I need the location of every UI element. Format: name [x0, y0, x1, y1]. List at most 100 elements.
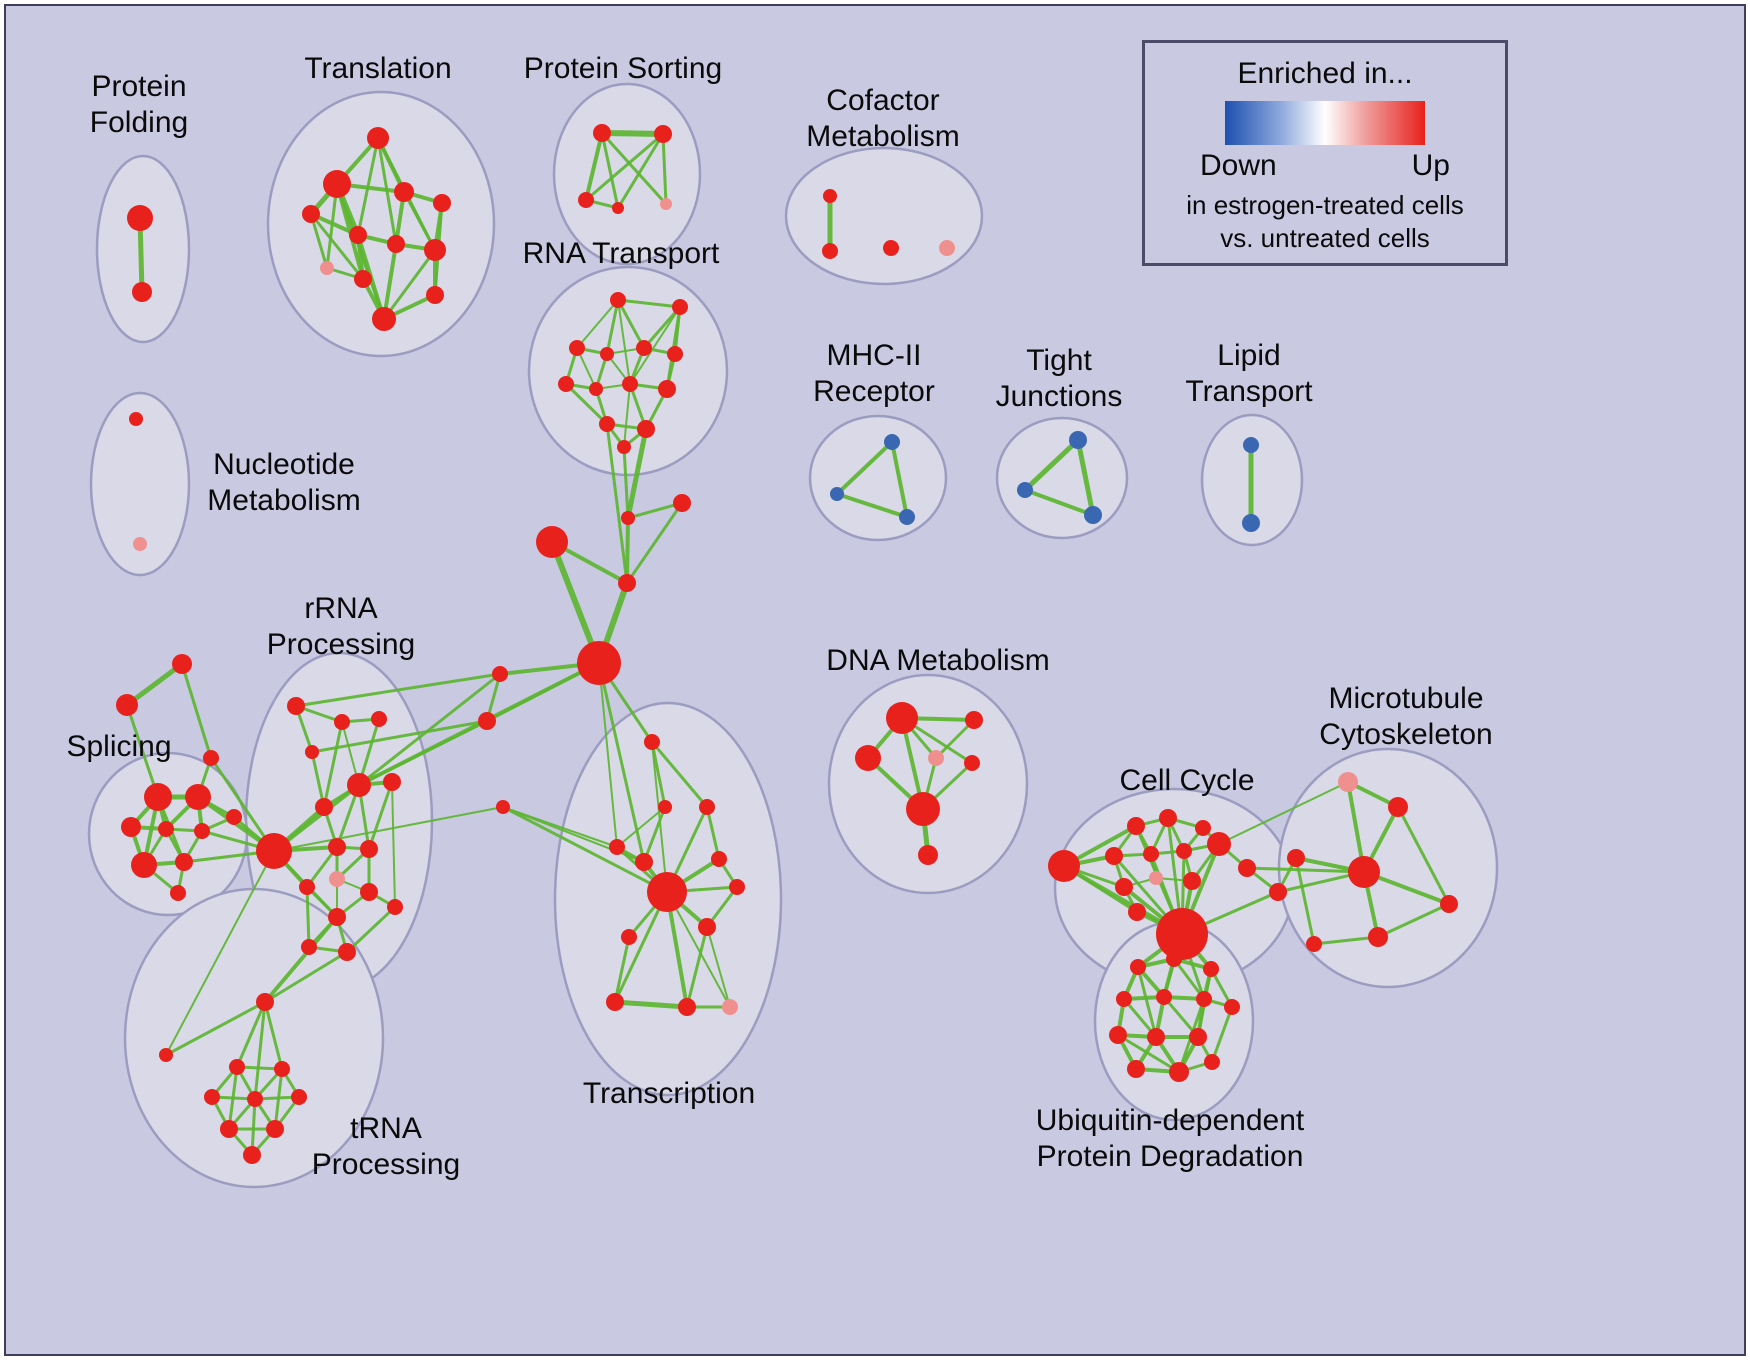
network-edge	[273, 806, 504, 852]
legend-box: Enriched in... Down Up in estrogen-treat…	[1142, 40, 1508, 266]
cluster-ellipse-tight-junctions	[995, 416, 1129, 540]
network-node-up	[387, 899, 403, 915]
cluster-label-nucleotide-metabolism: Nucleotide	[213, 448, 355, 481]
network-node-up	[170, 885, 186, 901]
network-edge	[310, 719, 489, 754]
network-edge	[600, 131, 620, 210]
network-node-up	[204, 1089, 220, 1105]
network-node-up	[1269, 883, 1287, 901]
network-edge	[501, 805, 669, 894]
network-edge	[391, 781, 396, 908]
network-node-up	[426, 286, 444, 304]
network-node-up	[394, 182, 414, 202]
network-node-up	[131, 852, 157, 878]
network-node-up	[618, 574, 636, 592]
network-node-up	[226, 809, 242, 825]
legend-scale-labels: Down Up	[1200, 149, 1450, 183]
network-edge	[1396, 805, 1451, 906]
network-node-up	[578, 192, 594, 208]
network-node-up	[360, 840, 378, 858]
network-node-up	[360, 883, 378, 901]
network-edge	[1245, 866, 1366, 874]
network-edge	[1218, 781, 1349, 845]
network-node-up_weak	[722, 999, 738, 1015]
legend-title: Enriched in...	[1237, 57, 1413, 90]
network-node-up	[129, 412, 143, 426]
network-edge	[382, 248, 437, 321]
network-node-up	[1116, 991, 1132, 1007]
network-edge	[599, 130, 666, 137]
cluster-label-lipid-transport: Lipid	[1217, 339, 1280, 372]
network-node-up	[172, 654, 192, 674]
network-edge	[650, 740, 667, 809]
network-edge	[651, 741, 668, 893]
cluster-label-microtubule-cytoskeleton: Microtubule	[1328, 682, 1483, 715]
cluster-label-rrna-processing: rRNA	[304, 592, 377, 625]
network-node-up	[678, 998, 696, 1016]
network-node-down	[830, 487, 844, 501]
network-node-up	[220, 1120, 238, 1138]
network-edge	[263, 950, 349, 1004]
cluster-label-trna-processing: Processing	[312, 1148, 460, 1181]
network-node-up	[1128, 903, 1146, 921]
network-node-up	[1156, 908, 1208, 960]
network-edge	[382, 242, 398, 321]
network-node-up	[964, 755, 980, 771]
network-edge	[890, 440, 909, 519]
network-node-up	[291, 1089, 307, 1105]
network-edge	[1312, 935, 1380, 946]
network-node-up_weak	[1149, 871, 1163, 885]
network-node-down	[1017, 482, 1033, 498]
network-edge	[1022, 437, 1081, 493]
network-node-down	[884, 434, 900, 450]
network-edge	[835, 440, 894, 496]
network-node-up	[647, 872, 687, 912]
cluster-label-protein-folding: Folding	[90, 106, 188, 139]
cluster-label-mhc-ii-receptor: Receptor	[813, 375, 935, 408]
network-edge	[164, 1000, 267, 1057]
network-node-up	[1166, 951, 1182, 967]
network-node-up	[194, 823, 210, 839]
legend-caption-line2: vs. untreated cells	[1220, 223, 1430, 253]
network-edge	[625, 516, 630, 585]
network-edge	[598, 662, 618, 848]
network-node-up	[372, 307, 396, 331]
network-edge	[1210, 1005, 1234, 1064]
network-node-up	[593, 124, 611, 142]
cluster-label-trna-processing: tRNA	[350, 1112, 422, 1145]
network-node-up	[1105, 847, 1123, 865]
network-node-up	[886, 702, 918, 734]
network-node-up	[1388, 797, 1408, 817]
network-node-up	[654, 125, 672, 143]
cluster-label-splicing: Splicing	[66, 730, 171, 763]
cluster-ellipse-nucleotide-metabolism	[89, 391, 191, 577]
network-edge	[253, 1000, 267, 1101]
network-node-up	[1306, 936, 1322, 952]
legend-down-label: Down	[1200, 149, 1277, 182]
network-edge	[625, 501, 684, 585]
network-node-up	[1203, 961, 1219, 977]
network-node-up	[622, 376, 638, 392]
network-node-up	[387, 235, 405, 253]
network-node-up	[1176, 843, 1192, 859]
network-node-up	[1147, 1028, 1165, 1046]
network-edge	[629, 306, 681, 385]
network-node-up_weak	[320, 261, 334, 275]
network-edge	[564, 382, 609, 426]
network-node-up	[383, 773, 401, 791]
network-node-up	[711, 851, 727, 867]
cluster-label-translation: Translation	[304, 52, 451, 85]
network-edge	[357, 719, 489, 787]
network-edge	[309, 212, 329, 270]
network-edge	[309, 212, 365, 281]
network-node-up	[698, 918, 716, 936]
network-node-up	[274, 1061, 290, 1077]
network-edge	[357, 672, 502, 787]
network-node-up	[433, 194, 451, 212]
node-layer	[116, 124, 1458, 1164]
network-node-up	[127, 205, 153, 231]
network-edge	[612, 999, 690, 1010]
network-edge	[622, 445, 630, 520]
network-edge	[250, 1097, 257, 1157]
